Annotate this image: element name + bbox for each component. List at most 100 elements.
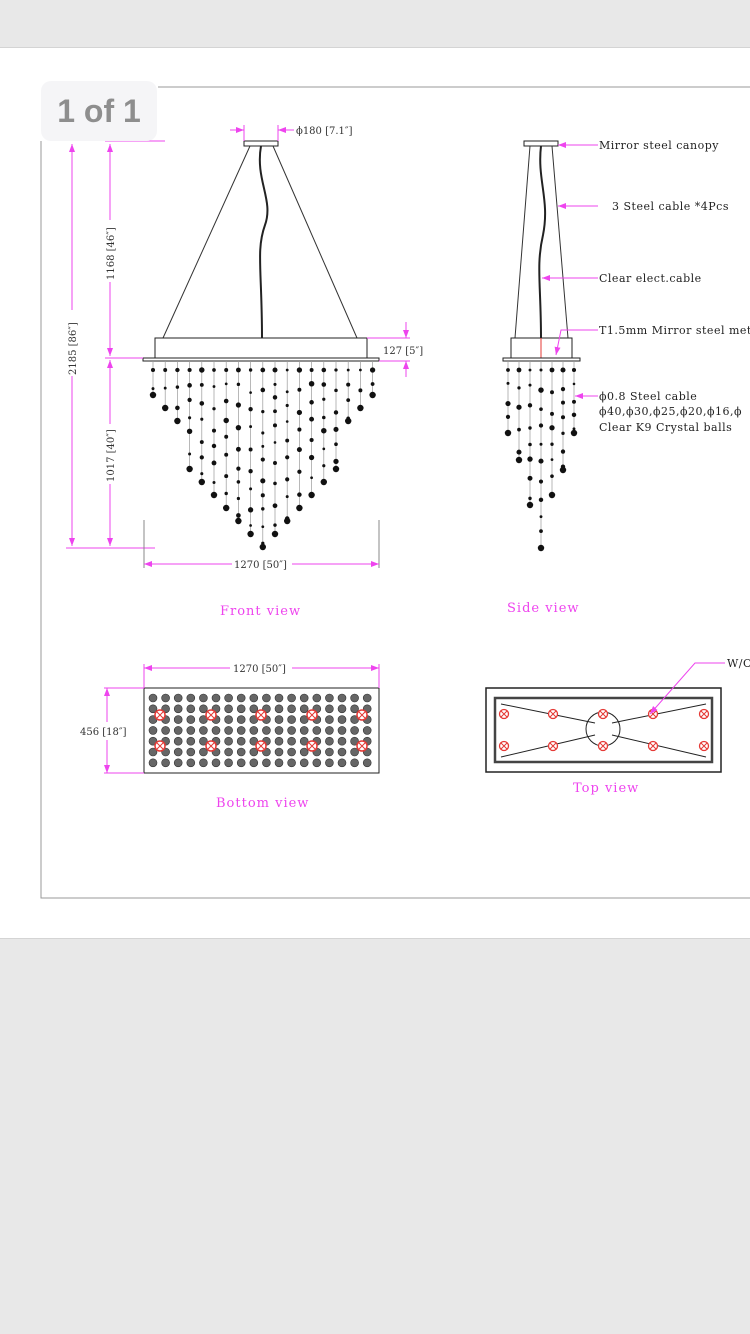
crystal-ball bbox=[148, 747, 158, 757]
crystal-ball bbox=[296, 409, 303, 416]
crystal-ball bbox=[236, 704, 246, 714]
crystal-ball bbox=[249, 693, 259, 703]
side-plate bbox=[502, 357, 581, 362]
crystal-ball bbox=[199, 758, 208, 768]
crystal-ball bbox=[236, 513, 241, 518]
crystal-ball bbox=[337, 736, 347, 746]
crystal-ball bbox=[285, 477, 290, 482]
light-cross bbox=[308, 742, 316, 750]
crystal-ball bbox=[312, 693, 322, 703]
total-height-dim: 2185 [86″] bbox=[68, 322, 79, 375]
top-view-title: Top view bbox=[573, 781, 639, 796]
crystal-ball bbox=[337, 747, 347, 757]
crystal-ball bbox=[516, 404, 522, 410]
crystal-ball bbox=[537, 544, 545, 552]
crystal-ball bbox=[248, 469, 253, 474]
crystal-ball bbox=[200, 417, 204, 421]
crystal-ball bbox=[322, 447, 326, 451]
crystal-ball bbox=[358, 388, 363, 393]
crystal-ball bbox=[561, 400, 565, 405]
crystal-ball bbox=[199, 736, 208, 746]
light-cross bbox=[549, 710, 557, 718]
crystal-ball bbox=[549, 367, 555, 373]
bottom-view: 1270 [50″] 456 [18″] Bottom view bbox=[80, 664, 380, 811]
crystal-ball bbox=[224, 693, 233, 703]
crystal-ball bbox=[287, 758, 296, 768]
crystal-ball bbox=[274, 747, 284, 757]
crystal-ball bbox=[248, 368, 253, 372]
front-width-dim: 1270 [50″] bbox=[234, 560, 287, 571]
crystal-ball bbox=[249, 487, 253, 491]
crystal-ball bbox=[325, 758, 334, 768]
crystal-ball bbox=[273, 382, 277, 386]
crystal-ball bbox=[173, 758, 183, 768]
light-cross bbox=[156, 742, 164, 750]
crystal-ball bbox=[516, 367, 522, 373]
crystal-ball bbox=[212, 385, 216, 388]
crystal-ball bbox=[211, 758, 221, 768]
crystal-ball bbox=[199, 747, 208, 757]
crystal-ball bbox=[325, 693, 334, 703]
crystal-ball bbox=[224, 382, 228, 386]
crystal-ball bbox=[299, 736, 309, 746]
crystal-ball bbox=[249, 758, 259, 768]
crystal-ball bbox=[211, 443, 217, 449]
ball-sizes-label: ϕ40,ϕ30,ϕ25,ϕ20,ϕ16,ϕ bbox=[599, 405, 742, 418]
side-cable-left bbox=[514, 145, 531, 339]
crystal-ball bbox=[285, 495, 289, 499]
crystal-ball bbox=[274, 736, 284, 746]
crystal-ball bbox=[337, 704, 347, 714]
crystal-ball bbox=[505, 401, 511, 407]
crystal-ball bbox=[299, 726, 309, 735]
crystal-ball bbox=[505, 414, 511, 419]
crystal-ball bbox=[337, 726, 347, 735]
balls-label: Clear K9 Crystal balls bbox=[599, 421, 732, 434]
crystal-ball bbox=[249, 747, 259, 757]
crystal-ball bbox=[337, 693, 347, 703]
crystal-ball bbox=[337, 715, 347, 724]
crystal-ball bbox=[272, 367, 278, 373]
crystal-ball bbox=[148, 704, 158, 714]
crystal-ball bbox=[274, 726, 284, 735]
top-lights bbox=[498, 708, 710, 752]
crystal-ball bbox=[350, 704, 359, 714]
crystal-ball bbox=[261, 410, 265, 414]
side-strands bbox=[504, 361, 578, 552]
crystal-ball bbox=[350, 693, 359, 703]
crystal-ball bbox=[249, 391, 252, 394]
crystal-ball bbox=[273, 441, 277, 444]
crystal-ball bbox=[538, 458, 544, 464]
crystal-ball bbox=[362, 758, 372, 768]
crystal-ball bbox=[249, 726, 259, 735]
crystal-ball bbox=[333, 458, 339, 465]
crystal-ball bbox=[261, 444, 265, 448]
crystal-ball bbox=[151, 387, 155, 391]
crystal-ball bbox=[517, 386, 521, 390]
crystal-ball bbox=[186, 736, 196, 746]
crystal-ball bbox=[285, 368, 289, 372]
crystal-ball bbox=[273, 481, 277, 486]
crystal-ball bbox=[287, 747, 296, 757]
light-cross bbox=[700, 710, 708, 718]
crystal-ball bbox=[572, 382, 576, 386]
crystal-ball bbox=[273, 523, 277, 527]
crystal-ball bbox=[362, 693, 372, 703]
crystal-ball bbox=[309, 368, 314, 372]
crystal-ball bbox=[272, 423, 278, 428]
crystal-ball bbox=[321, 427, 327, 434]
crystal-ball bbox=[359, 368, 362, 372]
crystal-ball bbox=[260, 387, 266, 393]
crystal-ball bbox=[538, 479, 544, 484]
crystal-ball bbox=[262, 693, 271, 703]
crystal-ball bbox=[249, 425, 253, 429]
crystal-ball bbox=[528, 383, 532, 387]
crystal-ball bbox=[210, 491, 218, 499]
crystal-ball bbox=[236, 382, 241, 387]
light-cross bbox=[700, 742, 708, 750]
crystal-ball bbox=[362, 726, 372, 735]
crystal-ball bbox=[212, 368, 216, 372]
crystal-ball bbox=[517, 427, 521, 432]
crystal-ball bbox=[550, 390, 554, 395]
crystal-ball bbox=[334, 388, 338, 393]
